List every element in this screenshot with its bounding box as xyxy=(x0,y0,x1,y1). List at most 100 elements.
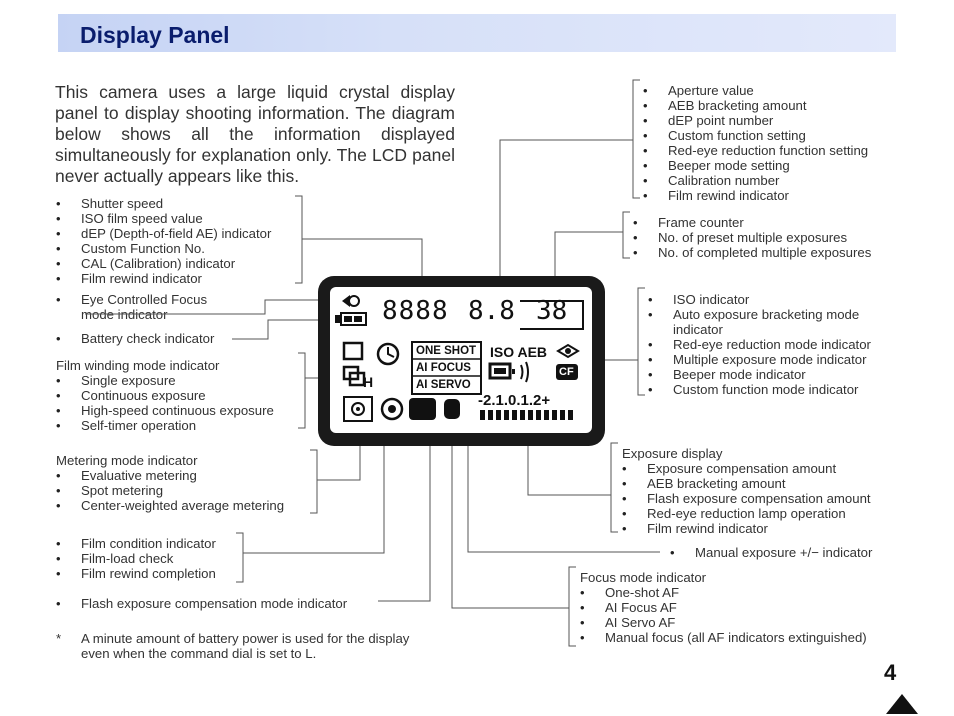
center-weighted-icon xyxy=(380,397,404,421)
lcd-window xyxy=(330,287,592,433)
list-item: AEB bracketing amount xyxy=(643,98,868,113)
list-item: AI Focus AF xyxy=(580,600,867,615)
list-item: Self-timer operation xyxy=(56,418,274,433)
list-item: Exposure compensation amount xyxy=(622,461,871,476)
list-item: AI Servo AF xyxy=(580,615,867,630)
af-mode-labels: ONE SHOT AI FOCUS AI SERVO xyxy=(416,343,476,394)
exposure-scale-label: -2.1.0.1.2+ xyxy=(478,392,551,409)
list-item: Flash exposure compensation amount xyxy=(622,491,871,506)
right-iso: ISO indicator Auto exposure bracketing m… xyxy=(648,292,871,397)
header-bar xyxy=(58,14,896,52)
list-item: Red-eye reduction lamp operation xyxy=(622,506,871,521)
self-timer-icon xyxy=(376,342,400,366)
left-metering: Metering mode indicator Evaluative meter… xyxy=(56,453,284,513)
left-film-winding: Film winding mode indicator Single expos… xyxy=(56,358,274,433)
list-item: Film rewind indicator xyxy=(56,271,271,286)
list-item: Spot metering xyxy=(56,483,284,498)
iso-aeb-label: ISO AEB xyxy=(490,344,548,360)
evaluative-metering-icon xyxy=(343,396,373,422)
list-item: Single exposure xyxy=(56,373,274,388)
single-frame-icon xyxy=(342,341,364,361)
list-item: AEB bracketing amount xyxy=(622,476,871,491)
list-item: CAL (Calibration) indicator xyxy=(56,256,271,271)
film-cartridge-icon xyxy=(444,399,460,419)
cf-badge xyxy=(556,364,578,380)
footnote: * A minute amount of battery power is us… xyxy=(56,631,409,661)
cf-badge-label: CF xyxy=(559,366,574,378)
left-group-shutter: Shutter speed ISO film speed value dEP (… xyxy=(56,196,271,286)
list-item: Film rewind indicator xyxy=(622,521,871,536)
list-item: dEP point number xyxy=(643,113,868,128)
list-item: ISO indicator xyxy=(648,292,871,307)
list-item: Calibration number xyxy=(643,173,868,188)
lcd-graphics xyxy=(335,295,584,422)
list-item: Custom function mode indicator xyxy=(648,382,871,397)
list-item: Film rewind indicator xyxy=(643,188,868,203)
list-item: No. of preset multiple exposures xyxy=(633,230,871,245)
af-one-shot-label: ONE SHOT xyxy=(416,345,477,357)
list-item-continuation: indicator xyxy=(673,322,723,337)
footnote-line: A minute amount of battery power is used… xyxy=(81,631,410,646)
list-item: ISO film speed value xyxy=(56,211,271,226)
flash-comp-icon xyxy=(409,398,436,420)
right-exposure: Exposure display Exposure compensation a… xyxy=(622,446,871,536)
list-item: Film rewind completion xyxy=(56,566,216,581)
lcd-aperture-digits: 8.8 xyxy=(468,296,515,326)
left-film-condition: Film condition indicator Film-load check… xyxy=(56,536,216,581)
intro-paragraph: This camera uses a large liquid crystal … xyxy=(55,82,455,186)
list-item: Continuous exposure xyxy=(56,388,274,403)
page-title: Display Panel xyxy=(80,22,230,48)
multiple-exposure-icon xyxy=(488,362,512,380)
block-title: Metering mode indicator xyxy=(56,453,198,468)
list-item: Eye Controlled Focus xyxy=(56,292,207,307)
block-title: Film winding mode indicator xyxy=(56,358,220,373)
list-item: Multiple exposure mode indicator xyxy=(648,352,871,367)
af-mode-box xyxy=(411,341,482,395)
list-item: Flash exposure compensation mode indicat… xyxy=(56,596,347,611)
list-item: Evaluative metering xyxy=(56,468,284,483)
exposure-scale-marks xyxy=(480,410,573,420)
list-item: Custom Function No. xyxy=(56,241,271,256)
left-flash-mode: Flash exposure compensation mode indicat… xyxy=(56,596,347,611)
high-speed-label: H xyxy=(363,374,374,390)
battery-icon xyxy=(335,315,341,323)
page-corner-triangle-icon xyxy=(886,694,918,714)
block-title: Exposure display xyxy=(622,446,723,461)
list-item: Battery check indicator xyxy=(56,331,214,346)
list-item: Manual focus (all AF indicators extingui… xyxy=(580,630,867,645)
list-item: Shutter speed xyxy=(56,196,271,211)
lcd-shutter-digits: 8888 xyxy=(382,296,449,326)
list-item: Custom function setting xyxy=(643,128,868,143)
list-item: No. of completed multiple exposures xyxy=(633,245,871,260)
red-eye-icon xyxy=(556,343,580,359)
list-item: dEP (Depth-of-field AE) indicator xyxy=(56,226,271,241)
page-number: 4 xyxy=(884,660,897,685)
frame-counter-box xyxy=(520,300,584,330)
lcd-frame-digits: 38 xyxy=(536,296,568,326)
left-battery: Battery check indicator xyxy=(56,331,214,346)
list-item: High-speed continuous exposure xyxy=(56,403,274,418)
right-focus-mode: Focus mode indicator One-shot AF AI Focu… xyxy=(580,570,867,645)
list-item: Frame counter xyxy=(633,215,871,230)
list-item: Aperture value xyxy=(643,83,868,98)
list-item: Beeper mode indicator xyxy=(648,367,871,382)
right-frame-counter: Frame counter No. of preset multiple exp… xyxy=(633,215,871,260)
list-item: Film condition indicator xyxy=(56,536,216,551)
list-item: Film-load check xyxy=(56,551,216,566)
list-item: Beeper mode setting xyxy=(643,158,868,173)
list-item: Center-weighted average metering xyxy=(56,498,284,513)
af-ai-servo-label: AI SERVO xyxy=(416,379,471,391)
eye-focus-icon xyxy=(342,295,360,307)
af-ai-focus-label: AI FOCUS xyxy=(416,362,471,374)
list-item: Red-eye reduction function setting xyxy=(643,143,868,158)
beeper-icon xyxy=(520,361,529,383)
list-item: Auto exposure bracketing mode xyxy=(648,307,871,322)
right-aperture: Aperture value AEB bracketing amount dEP… xyxy=(643,83,868,203)
footnote-mark: * xyxy=(56,631,62,646)
right-manual: Manual exposure +/− indicator xyxy=(670,545,872,560)
list-item: Red-eye reduction mode indicator xyxy=(648,337,871,352)
list-item: Manual exposure +/− indicator xyxy=(670,545,872,560)
block-title: Focus mode indicator xyxy=(580,570,707,585)
footnote-line: even when the command dial is set to L. xyxy=(81,646,317,661)
